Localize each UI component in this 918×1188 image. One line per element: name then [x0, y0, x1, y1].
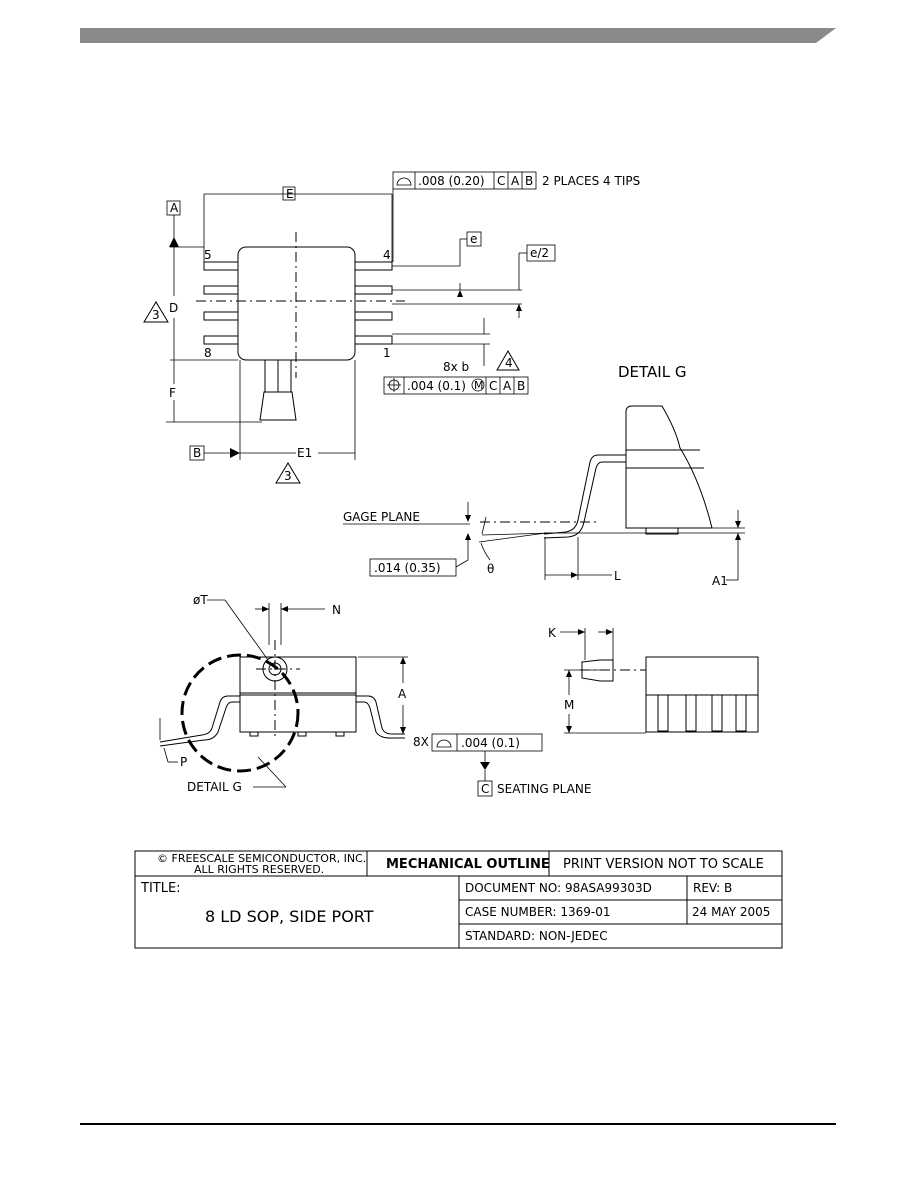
end-view-base [645, 694, 759, 733]
dim-k-label: K [548, 626, 557, 640]
half-pitch-label: e/2 [530, 246, 549, 260]
gage-plane-value: .014 (0.35) [374, 561, 441, 575]
side-view: øT N A P DETAIL G 8X .004 (0.1) [159, 593, 591, 797]
dia-t-label: øT [193, 593, 208, 607]
theta-label: θ [487, 562, 494, 576]
position-tolerance-frame: .004 (0.1) M C A B [383, 376, 529, 395]
copyright-line-2: ALL RIGHTS RESERVED. [194, 863, 324, 876]
datum-c: C [481, 782, 489, 796]
profile-ref-a: A [511, 174, 520, 188]
detail-g-callout-label: DETAIL G [187, 780, 242, 794]
dim-l-label: L [614, 569, 621, 583]
seating-plane-label: SEATING PLANE [497, 782, 591, 796]
package-title: 8 LD SOP, SIDE PORT [205, 907, 374, 926]
mechanical-outline-label: MECHANICAL OUTLINE [386, 857, 550, 872]
dim-a1-label: A1 [712, 574, 728, 588]
dim-f-label: F [169, 386, 176, 400]
profile-tolerance-frame: .008 (0.20) C A B 2 PLACES 4 TIPS [392, 171, 640, 190]
standard: STANDARD: NON-JEDEC [465, 929, 608, 943]
pin-8-label: 8 [204, 346, 212, 360]
datum-a: A [170, 201, 179, 215]
top-view: E A D 3 5 4 8 1 F B E1 [143, 171, 640, 484]
pin-1-label: 1 [383, 346, 391, 360]
dim-e-label: E [286, 187, 294, 201]
right-leads [354, 261, 393, 345]
profile-ref-b: B [525, 174, 533, 188]
profile-ref-c: C [497, 174, 505, 188]
dim-a-label: A [398, 687, 407, 701]
pitch-e-label: e [470, 232, 477, 246]
title-block: © FREESCALE SEMICONDUCTOR, INC. ALL RIGH… [134, 850, 783, 949]
side-view-top-body [239, 656, 357, 696]
dim-e1-label: E1 [297, 446, 312, 460]
pin-5-label: 5 [204, 248, 212, 262]
coplanarity-value: .004 (0.1) [461, 736, 520, 750]
detail-lead [543, 454, 626, 535]
case-number: CASE NUMBER: 1369-01 [465, 905, 611, 919]
detail-g-callout-circle [180, 653, 300, 773]
revision: REV: B [693, 881, 732, 895]
lead-width-label: 8x b [443, 360, 469, 374]
count-8x-label: 8X [413, 735, 429, 749]
note-3-triangle-left: 3 [152, 308, 160, 322]
detail-g: DETAIL G GAGE PLANE .014 (0.35) θ [343, 363, 745, 588]
detail-g-title: DETAIL G [618, 363, 686, 381]
end-view: K M [548, 626, 759, 734]
gage-plane-label: GAGE PLANE [343, 510, 420, 524]
footer-rule [80, 1123, 836, 1125]
detail-body-outline [625, 405, 713, 529]
dim-n-label: N [332, 603, 341, 617]
print-version-note: PRINT VERSION NOT TO SCALE [563, 857, 764, 872]
position-ref-c: C [489, 379, 497, 393]
note-3-triangle-bottom: 3 [284, 469, 292, 483]
title-label: TITLE: [140, 881, 181, 896]
header-stripe [80, 28, 836, 43]
package-body [237, 246, 356, 361]
header-bar [80, 28, 836, 43]
datum-b: B [193, 446, 201, 460]
profile-tolerance-value: .008 (0.20) [418, 174, 485, 188]
dim-p-label: P [180, 755, 187, 769]
document-number: DOCUMENT NO: 98ASA99303D [465, 881, 652, 895]
dim-d-label: D [169, 301, 178, 315]
left-leads [203, 261, 239, 345]
end-view-body [645, 656, 759, 696]
side-port [259, 359, 297, 421]
position-ref-b: B [517, 379, 525, 393]
pin-4-label: 4 [383, 248, 391, 262]
copyright-line-1: © FREESCALE SEMICONDUCTOR, INC. [157, 852, 366, 865]
revision-date: 24 MAY 2005 [692, 905, 770, 919]
note-4-triangle: 4 [505, 356, 513, 370]
dim-m-label: M [564, 698, 574, 712]
mmc-modifier: M [474, 379, 484, 392]
profile-note: 2 PLACES 4 TIPS [542, 174, 640, 188]
position-tolerance-value: .004 (0.1) [407, 379, 466, 393]
position-ref-a: A [503, 379, 512, 393]
